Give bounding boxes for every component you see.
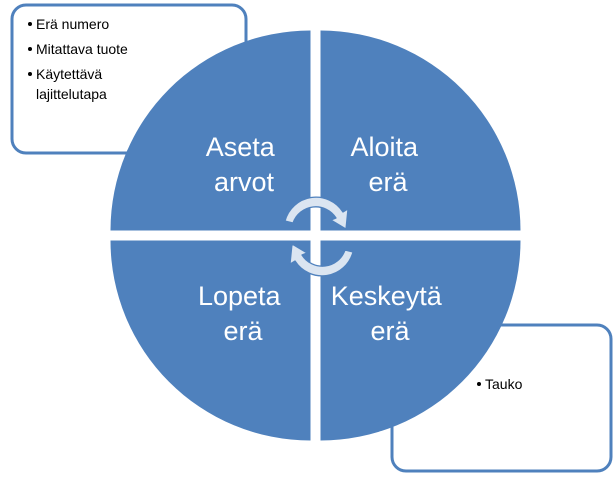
quadrant-top-left — [110, 30, 311, 231]
bullet-dot — [477, 382, 481, 386]
bullet-era-numero: Erä numero — [36, 16, 109, 32]
bullet-lajittelutapa: lajittelutapa — [36, 86, 107, 102]
bullet-tauko: Tauko — [485, 376, 523, 392]
cycle-arrows-icon — [284, 196, 354, 277]
bullet-kaytettava: Käytettävä — [36, 66, 102, 82]
label-keskeyta-era: Keskeytä erä — [331, 281, 450, 346]
label-lopeta-era: Lopeta erä — [198, 281, 288, 346]
bullet-dot — [28, 22, 32, 26]
bullet-dot — [28, 72, 32, 76]
label-aseta-arvot: Aseta arvot — [206, 132, 283, 197]
label-aloita-era: Aloita erä — [350, 132, 425, 197]
pie — [110, 30, 521, 441]
quadrant-bottom-left — [110, 240, 311, 441]
quadrant-top-right — [320, 30, 521, 231]
top-left-bullet-list: Erä numero Mitattava tuote Käytettävä la… — [28, 16, 128, 102]
bullet-dot — [28, 47, 32, 51]
quadrant-bottom-right — [320, 240, 521, 441]
bullet-mitattava-tuote: Mitattava tuote — [36, 41, 128, 57]
bottom-right-bullet-list: Tauko — [477, 376, 523, 392]
